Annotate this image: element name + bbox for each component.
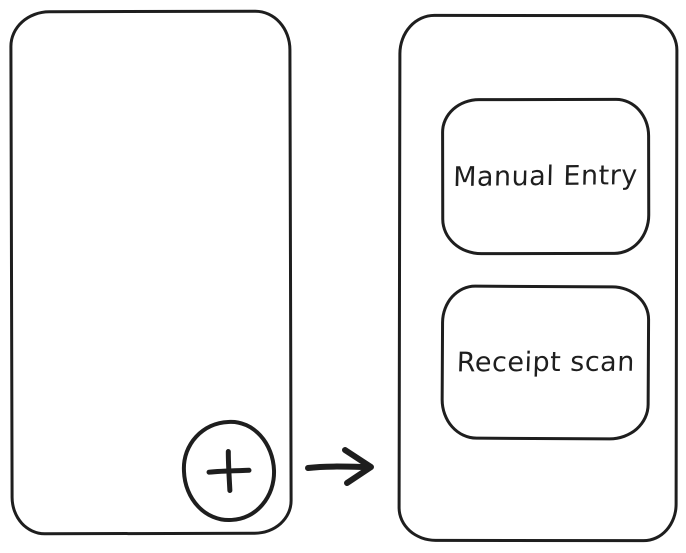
add-button[interactable] [180, 418, 278, 524]
arrow-right-icon [303, 442, 379, 492]
manual-entry-button[interactable]: Manual Entry [441, 97, 651, 256]
plus-icon [204, 446, 254, 496]
receipt-scan-button[interactable]: Receipt scan [440, 284, 651, 441]
receipt-scan-label: Receipt scan [455, 346, 635, 379]
screen-add-options-frame: Manual Entry Receipt scan [397, 13, 679, 543]
manual-entry-label: Manual Entry [452, 160, 639, 193]
